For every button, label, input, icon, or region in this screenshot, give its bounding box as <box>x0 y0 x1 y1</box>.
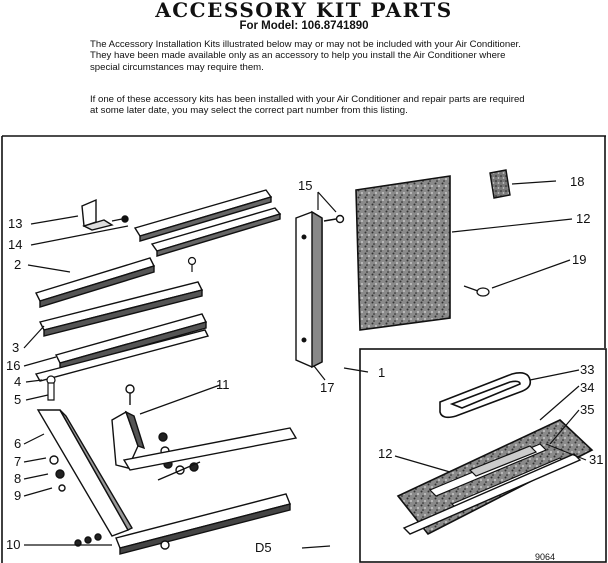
callout-8: 8 <box>14 471 21 486</box>
kit-1-inset-box <box>359 348 607 563</box>
callout-12: 12 <box>576 211 590 226</box>
callout-31: 31 <box>589 452 603 467</box>
callout-9: 9 <box>14 488 21 503</box>
callout-34: 34 <box>580 380 594 395</box>
callout-15: 15 <box>298 178 312 193</box>
screw-part-4 <box>46 375 56 401</box>
callout-10: 10 <box>6 537 20 552</box>
callout-33: 33 <box>580 362 594 377</box>
trim-31 <box>402 453 582 535</box>
rail-16 <box>34 313 210 382</box>
leader-lines <box>23 180 587 549</box>
intro-paragraph-1: The Accessory Installation Kits illustra… <box>90 39 521 73</box>
callout-2: 2 <box>14 257 21 272</box>
callout-17: 17 <box>320 380 334 395</box>
bracket-13 <box>81 198 129 231</box>
intro-paragraph-2: If one of these accessory kits has been … <box>90 94 525 117</box>
callout-1: 1 <box>378 365 385 380</box>
callout-19: 19 <box>572 252 586 267</box>
model-number: For Model: 106.8741890 <box>239 20 369 32</box>
callout-13: 13 <box>8 216 22 231</box>
bracket-11 <box>111 384 201 481</box>
screw-19 <box>463 285 490 297</box>
channel-14 <box>133 189 282 257</box>
post-17 <box>295 210 345 369</box>
callout-7: 7 <box>14 454 21 469</box>
panel-12 <box>355 175 451 331</box>
screw-part-2 <box>187 256 197 272</box>
callout-18: 18 <box>570 174 584 189</box>
callout-6: 6 <box>14 436 21 451</box>
callout-3: 3 <box>12 340 19 355</box>
gasket-33 <box>439 372 532 419</box>
callout-11: 11 <box>216 377 230 392</box>
base-rail-10 <box>74 427 298 555</box>
kit-code: D5 <box>255 540 272 555</box>
callout-35: 35 <box>580 402 594 417</box>
figure-number: 9064 <box>535 552 555 562</box>
support-arm-6 <box>36 409 133 537</box>
callout-16: 16 <box>6 358 20 373</box>
callout-5: 5 <box>14 392 21 407</box>
diagram-frame <box>1 135 606 563</box>
page-title: ACCESSORY KIT PARTS <box>155 0 453 22</box>
callout-labels: 13 14 2 3 16 4 5 6 7 8 9 10 11 15 17 18 … <box>6 174 603 562</box>
block-18 <box>489 169 511 199</box>
callout-4: 4 <box>14 374 21 389</box>
callout-14: 14 <box>8 237 22 252</box>
callout-12-inset: 12 <box>378 446 392 461</box>
seal-tray-12 <box>396 419 594 536</box>
strip-2 <box>35 257 155 308</box>
